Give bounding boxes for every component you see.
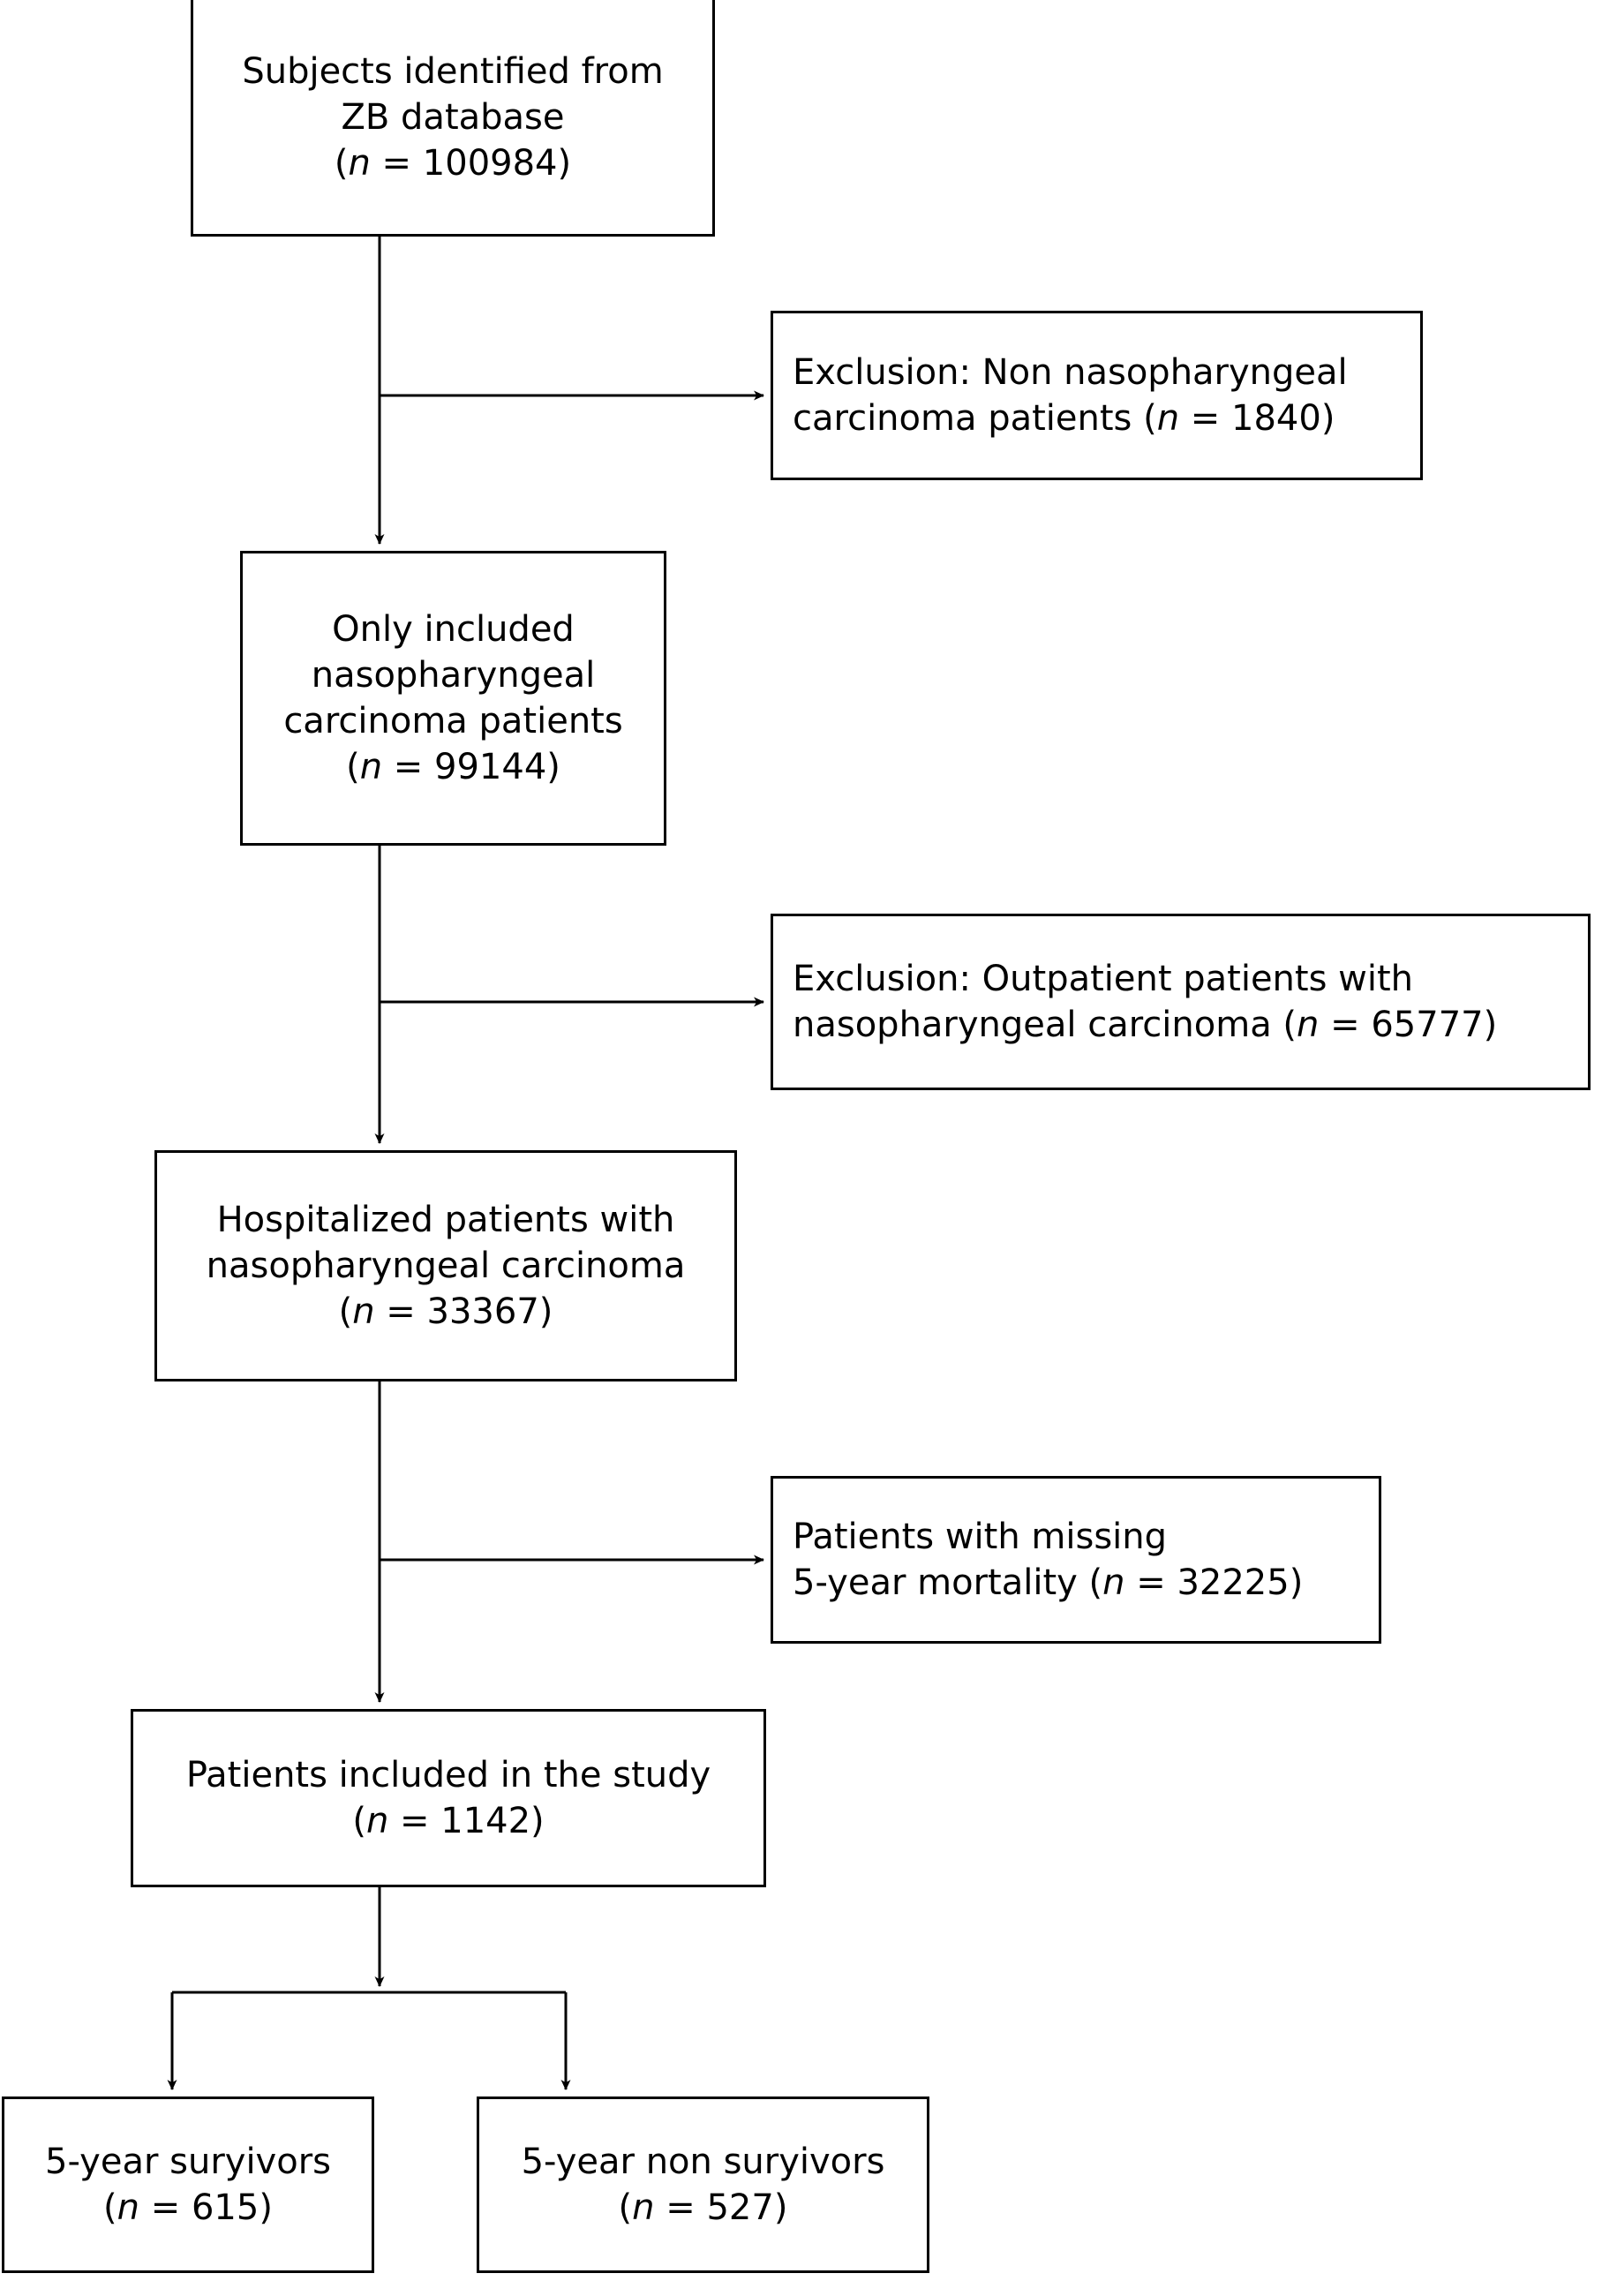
n-symbol: n [352,1291,375,1332]
node-survivors-count: (n = 615) [103,2187,273,2228]
n-symbol: n [1156,398,1180,439]
n-symbol: n [1102,1562,1125,1603]
node-non-survivors[interactable]: 5-year non suryivors (n = 527) [477,2097,929,2273]
node-source-line-1: Subjects identified from [242,50,664,92]
node-included-study-count-value: 1142 [440,1801,531,1841]
node-exclusion-2-count: nasopharyngeal carcinoma (n = 65777) [793,1005,1498,1045]
node-exclusion-1[interactable]: Exclusion: Non nasopharyngeal carcinoma … [771,311,1423,480]
node-included-study-line-1: Patients included in the study [185,1755,711,1795]
node-source-count: (n = 100984) [334,142,572,184]
n-symbol: n [632,2187,655,2228]
node-included-study-count: (n = 1142) [352,1801,545,1841]
node-exclusion-1-line-1: Exclusion: Non nasopharyngeal [793,352,1348,393]
node-included-study[interactable]: Patients included in the study (n = 1142… [131,1709,766,1887]
node-exclusion-2-count-value: 65777 [1371,1005,1484,1045]
node-exclusion-2[interactable]: Exclusion: Outpatient patients with naso… [771,914,1591,1090]
node-source[interactable]: Subjects identified from ZB database (n … [191,0,715,237]
node-non-survivors-line-1: 5-year non suryivors [521,2142,885,2182]
node-hospitalized-count-value: 33367 [426,1291,539,1332]
node-included-npc-count-value: 99144 [434,747,547,787]
node-survivors[interactable]: 5-year suryivors (n = 615) [2,2097,374,2273]
node-exclusion-3-count: 5-year mortality (n = 32225) [793,1562,1304,1603]
n-symbol: n [359,747,383,787]
n-symbol: n [117,2187,140,2228]
node-hospitalized-line-1: Hospitalized patients with [216,1200,675,1240]
node-included-npc[interactable]: Only included nasopharyngeal carcinoma p… [240,551,666,846]
node-included-npc-line-2: nasopharyngeal [311,655,596,696]
node-survivors-count-value: 615 [191,2187,259,2228]
n-symbol: n [365,1801,389,1841]
node-exclusion-1-count: carcinoma patients (n = 1840) [793,398,1335,439]
node-included-npc-line-1: Only included [332,609,575,650]
node-exclusion-3-count-value: 32225 [1177,1562,1290,1603]
node-exclusion-2-line-1: Exclusion: Outpatient patients with [793,959,1414,999]
node-hospitalized-count: (n = 33367) [338,1291,553,1332]
node-survivors-line-1: 5-year suryivors [45,2142,331,2182]
node-exclusion-1-count-value: 1840 [1231,398,1321,439]
node-hospitalized[interactable]: Hospitalized patients with nasopharyngea… [154,1150,737,1381]
node-hospitalized-line-2: nasopharyngeal carcinoma [206,1246,686,1286]
node-exclusion-3-line-1: Patients with missing [793,1517,1168,1557]
node-exclusion-3[interactable]: Patients with missing 5-year mortality (… [771,1476,1381,1644]
n-symbol: n [348,142,371,184]
node-included-npc-line-3: carcinoma patients [283,701,623,741]
node-source-count-value: 100984 [422,142,558,184]
node-source-line-2: ZB database [341,96,565,138]
n-symbol: n [1297,1005,1320,1045]
node-included-npc-count: (n = 99144) [346,747,560,787]
node-non-survivors-count-value: 527 [706,2187,774,2228]
node-non-survivors-count: (n = 527) [618,2187,788,2228]
